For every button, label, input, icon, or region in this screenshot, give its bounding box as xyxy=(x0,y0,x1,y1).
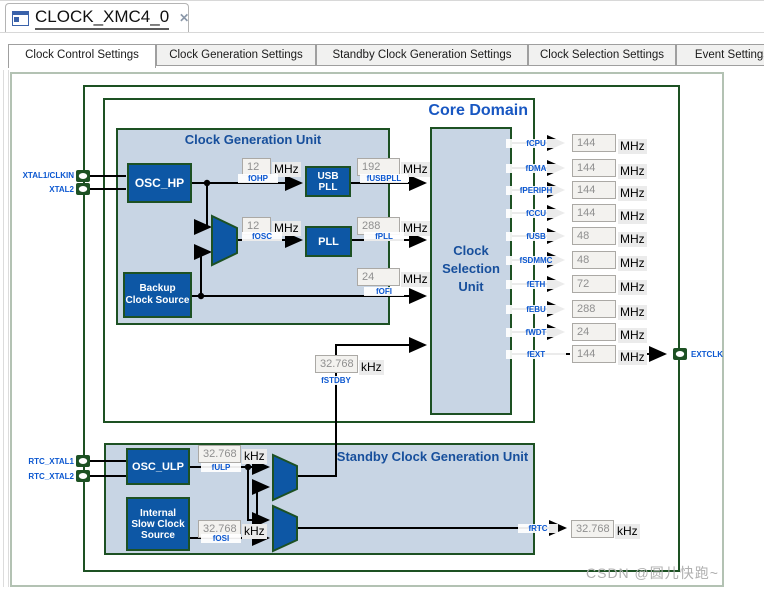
tabbar-separator xyxy=(0,32,764,33)
fulp-label: fULP xyxy=(201,463,241,472)
fusbpll-label: fUSBPLL xyxy=(360,174,408,183)
frtc-unit: kHz xyxy=(615,524,640,539)
febu-label: fEBU xyxy=(506,305,566,314)
fstdby-unit: kHz xyxy=(359,360,384,375)
fwdt-value-field[interactable]: 24 xyxy=(572,323,616,341)
cgu-title: Clock Generation Unit xyxy=(184,132,322,147)
fcpu-label: fCPU xyxy=(506,139,566,148)
fccu-label: fCCU xyxy=(506,209,566,218)
fosc-label: fOSC xyxy=(242,232,282,241)
fusb-label: fUSB xyxy=(506,232,566,241)
close-icon[interactable]: ✕ xyxy=(179,11,190,25)
fosi-label: fOSI xyxy=(201,534,241,543)
osc-hp-block: OSC_HP xyxy=(127,163,192,203)
fpll-label: fPLL xyxy=(364,232,404,241)
feth-value-field[interactable]: 72 xyxy=(572,275,616,293)
fofi-value-field[interactable]: 24 xyxy=(357,268,400,286)
fohp-unit: MHz xyxy=(272,162,301,177)
left-ruler-line xyxy=(8,70,9,587)
fccu-value-field[interactable]: 144 xyxy=(572,204,616,222)
fdma-value-field[interactable]: 144 xyxy=(572,159,616,177)
fohp-value-field[interactable]: 12 xyxy=(242,158,271,176)
fusbpll-unit: MHz xyxy=(401,162,430,177)
left-ruler-line xyxy=(3,70,4,587)
fccu-unit: MHz xyxy=(618,209,647,224)
fdma-label: fDMA xyxy=(506,164,566,173)
fext-unit: MHz xyxy=(618,350,647,365)
fulp-unit: kHz xyxy=(242,449,267,464)
fusb-value-field[interactable]: 48 xyxy=(572,227,616,245)
usb-pll-block: USB PLL xyxy=(305,166,351,197)
rtc-xtal2-pin-label: RTC_XTAL2 xyxy=(28,472,74,481)
fstdby-label: fSTDBY xyxy=(312,376,360,385)
fusb-unit: MHz xyxy=(618,232,647,247)
fosi-unit: kHz xyxy=(242,524,267,539)
app-window-icon xyxy=(12,10,29,26)
fosi-value-field[interactable]: 32.768 xyxy=(198,520,241,538)
fosc-value-field[interactable]: 12 xyxy=(242,217,271,235)
fperiph-unit: MHz xyxy=(618,186,647,201)
fcpu-value-field[interactable]: 144 xyxy=(572,134,616,152)
tab-clock-selection-settings[interactable]: Clock Selection Settings xyxy=(528,44,676,66)
fext-value-field[interactable]: 144 xyxy=(572,345,616,363)
internal-slow-clock-source-block: Internal Slow Clock Source xyxy=(126,497,190,551)
fdma-unit: MHz xyxy=(618,164,647,179)
fohp-label: fOHP xyxy=(238,174,278,183)
csu-title: Clock Selection Unit xyxy=(442,243,500,294)
feth-label: fETH xyxy=(506,280,566,289)
fcpu-unit: MHz xyxy=(618,139,647,154)
fsdmmc-label: fSDMMC xyxy=(506,256,566,265)
fusbpll-value-field[interactable]: 192 xyxy=(357,158,400,176)
fwdt-label: fWDT xyxy=(506,328,566,337)
fsdmmc-unit: MHz xyxy=(618,256,647,271)
fperiph-label: fPERIPH xyxy=(506,186,566,195)
core-domain-title: Core Domain xyxy=(428,102,528,119)
frtc-value-field[interactable]: 32.768 xyxy=(571,520,614,538)
fofi-label: fOFI xyxy=(364,287,404,296)
tab-clock-generation-settings[interactable]: Clock Generation Settings xyxy=(156,44,316,66)
fperiph-value-field[interactable]: 144 xyxy=(572,181,616,199)
tab-clock-control-settings[interactable]: Clock Control Settings xyxy=(8,44,156,68)
tab-standby-clock-generation-settings[interactable]: Standby Clock Generation Settings xyxy=(316,44,528,66)
fwdt-unit: MHz xyxy=(618,328,647,343)
fext-label: fEXT xyxy=(506,350,566,359)
fofi-unit: MHz xyxy=(401,272,430,287)
tab-event-settings[interactable]: Event Settings xyxy=(676,44,764,66)
top-border xyxy=(0,0,764,1)
febu-unit: MHz xyxy=(618,305,647,320)
extclk-pin-label: EXTCLK xyxy=(691,350,723,359)
clock-selection-unit-box xyxy=(430,127,512,415)
backup-clock-source-block: Backup Clock Source xyxy=(123,272,192,318)
fulp-value-field[interactable]: 32.768 xyxy=(198,445,241,463)
osc-ulp-block: OSC_ULP xyxy=(126,448,190,485)
xtal2-pin-label: XTAL2 xyxy=(49,185,74,194)
frtc-label: fRTC xyxy=(518,524,558,533)
pll-block: PLL xyxy=(305,226,352,257)
rtc-xtal1-pin-label: RTC_XTAL1 xyxy=(28,457,74,466)
xtal1-pin-label: XTAL1/CLKIN xyxy=(22,171,74,180)
febu-value-field[interactable]: 288 xyxy=(572,300,616,318)
fpll-unit: MHz xyxy=(401,221,430,236)
scgu-title: Standby Clock Generation Unit xyxy=(336,449,529,464)
editor-tab-title: CLOCK_XMC4_0 xyxy=(35,7,170,30)
fsdmmc-value-field[interactable]: 48 xyxy=(572,251,616,269)
watermark: CSDN @圆儿快跑~ xyxy=(586,565,719,581)
fstdby-value-field[interactable]: 32.768 xyxy=(315,355,358,373)
editor-tab[interactable]: CLOCK_XMC4_0 ✕ xyxy=(5,3,189,32)
feth-unit: MHz xyxy=(618,280,647,295)
